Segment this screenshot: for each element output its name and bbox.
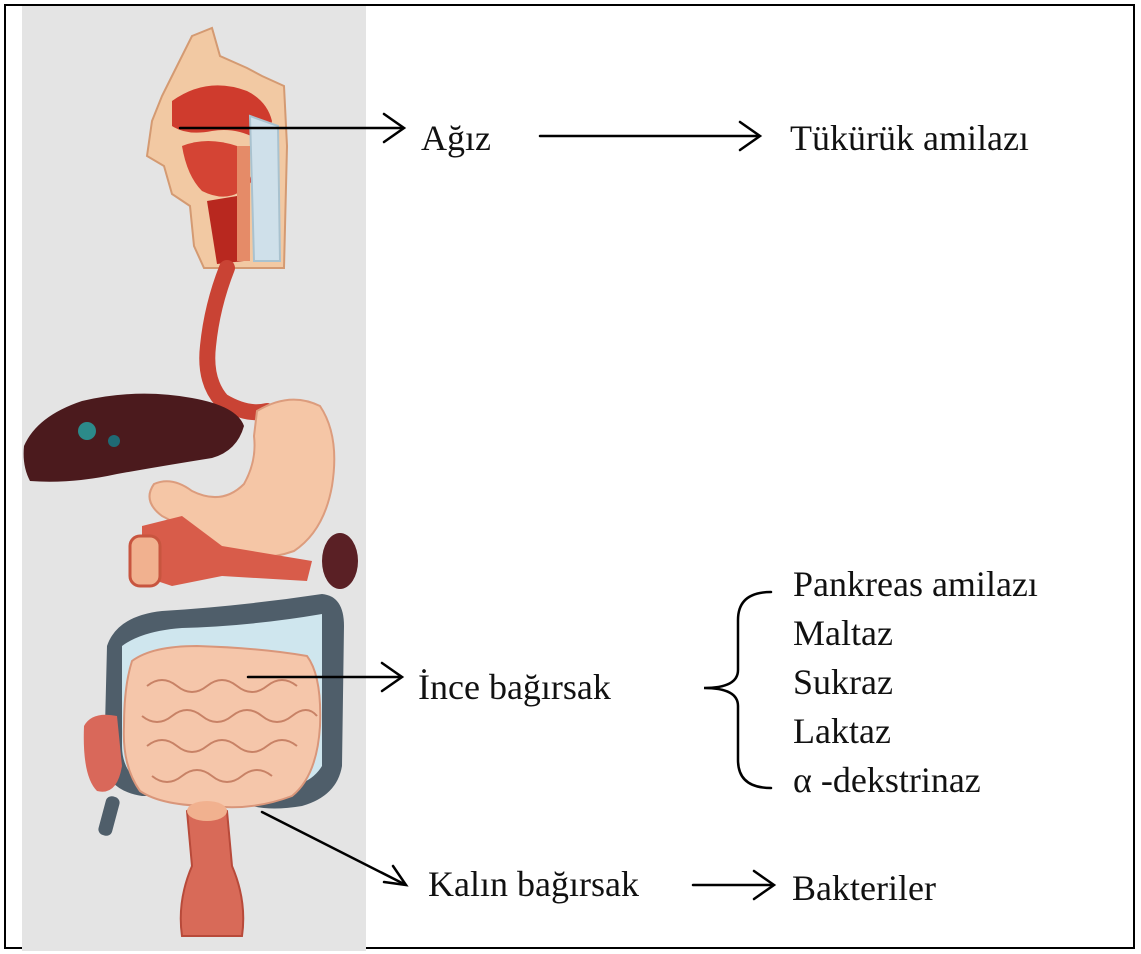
label-bacteria: Bakteriler: [792, 870, 936, 906]
arrow-large-intestine-to-enzyme: [693, 871, 774, 899]
label-enzyme-lactase: Laktaz: [793, 713, 891, 749]
label-mouth: Ağız: [421, 120, 491, 156]
arrow-large-intestine-to-label: [262, 812, 406, 885]
label-enzyme-alpha-dextrinase: α -dekstrinaz: [793, 762, 981, 798]
label-small-intestine: İnce bağırsak: [418, 669, 611, 705]
label-large-intestine: Kalın bağırsak: [428, 866, 639, 902]
label-enzyme-salivary-amylase: Tükürük amilazı: [790, 120, 1029, 156]
arrow-mouth-to-enzyme: [540, 122, 760, 150]
label-enzyme-pancreatic-amylase: Pankreas amilazı: [793, 566, 1038, 602]
label-enzyme-maltase: Maltaz: [793, 615, 893, 651]
enzyme-brace: [704, 592, 771, 788]
arrow-small-intestine-to-label: [248, 663, 402, 691]
arrow-mouth-to-label: [180, 114, 404, 142]
label-enzyme-sucrase: Sukraz: [793, 664, 893, 700]
